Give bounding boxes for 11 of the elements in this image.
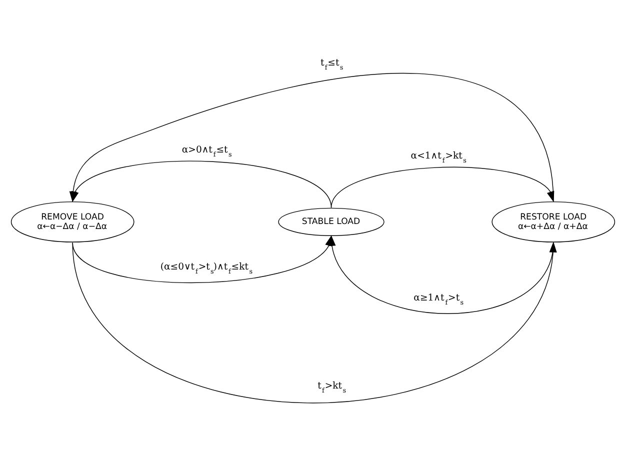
arrow — [328, 235, 554, 314]
edge-label: α<1∧t$_{f}$>kt$_{s}$ — [410, 150, 466, 164]
edge-label: α>0∧t$_{f}$≤t$_{s}$ — [182, 144, 232, 159]
edge-label: t$_{f}$>kt$_{s}$ — [318, 380, 346, 394]
edge-label: α≥1∧t$_{f}$>t$_{s}$ — [414, 292, 464, 306]
edge-label: t$_{f}$≤t$_{s}$ — [320, 57, 344, 72]
node-ellipse: STABLE LOAD — [278, 208, 384, 236]
node-ellipse: REMOVE LOAD α←α−Δα / α−Δα — [10, 201, 134, 242]
node-ellipse: RESTORE LOAD α←α+Δα / α+Δα — [492, 201, 616, 242]
arrow — [330, 166, 554, 208]
edge-label: (α≤0∨t$_{f}$>t$_{s}$)∧t$_{f}$≤kt$_{s}$ — [160, 261, 253, 276]
